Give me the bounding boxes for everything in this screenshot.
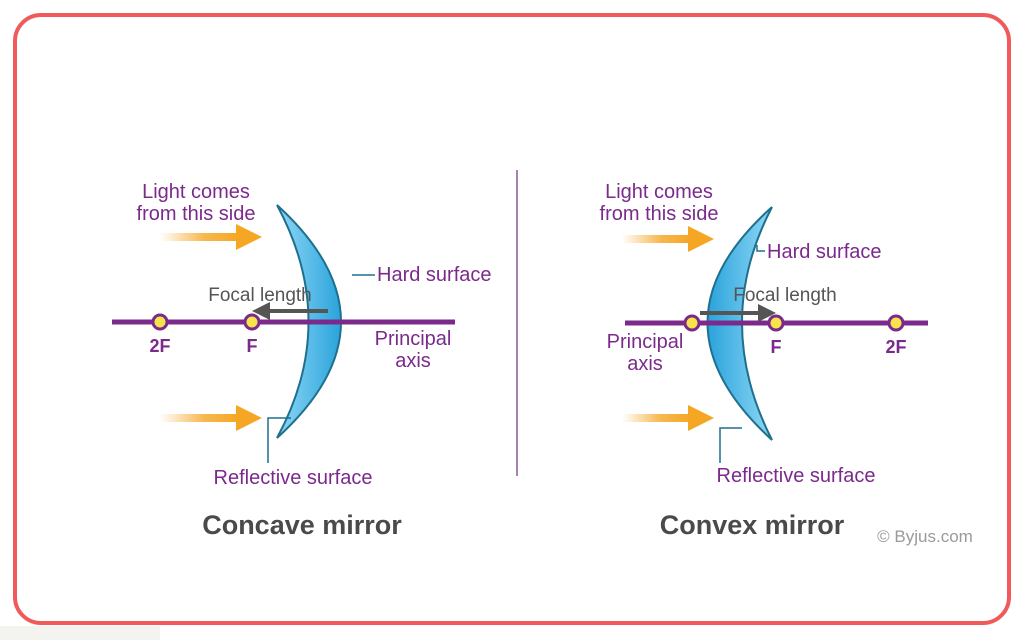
convex-mirror-panel: Light comes from this side Focal length … — [600, 181, 928, 540]
concave-mirror-title: Concave mirror — [202, 510, 402, 540]
convex-principal-axis-label-line1: Principal — [607, 331, 684, 353]
concave-reflective-surface-label: Reflective surface — [214, 467, 373, 489]
convex-hard-surface-leader — [756, 245, 765, 252]
bottom-strip — [0, 626, 160, 640]
convex-reflective-surface-leader — [719, 427, 742, 463]
concave-focal-length-label: Focal length — [208, 285, 312, 306]
convex-light-arrow-top — [622, 226, 714, 252]
concave-light-arrow-top — [160, 224, 262, 250]
concave-principal-axis-label-line1: Principal — [375, 328, 452, 350]
convex-reflective-surface-label: Reflective surface — [717, 465, 876, 487]
concave-principal-axis-label-line2: axis — [395, 350, 431, 372]
concave-reflective-surface-leader — [267, 417, 291, 463]
convex-f-label: F — [771, 337, 782, 357]
concave-f-label: F — [247, 336, 258, 356]
convex-light-arrow-bottom — [622, 405, 714, 431]
convex-focal-length-arrow — [700, 304, 776, 322]
concave-point-f — [243, 313, 261, 331]
concave-hard-surface-label: Hard surface — [377, 264, 492, 286]
convex-mirror-title: Convex mirror — [660, 510, 845, 540]
convex-light-label-line2: from this side — [600, 203, 719, 225]
concave-focal-length-arrow — [252, 302, 328, 320]
convex-point-f — [767, 314, 785, 332]
convex-point-2f — [887, 314, 905, 332]
concave-point-2f — [151, 313, 169, 331]
concave-light-label-line2: from this side — [137, 203, 256, 225]
concave-light-label-line1: Light comes — [142, 181, 250, 203]
convex-hard-surface-label: Hard surface — [767, 241, 882, 263]
convex-light-label-line1: Light comes — [605, 181, 713, 203]
convex-focal-length-label: Focal length — [733, 285, 837, 306]
convex-principal-axis-label-line2: axis — [627, 353, 663, 375]
concave-light-arrow-bottom — [160, 405, 262, 431]
diagram-card — [13, 13, 1011, 625]
credit-watermark: © Byjus.com — [877, 527, 973, 546]
concave-2f-label: 2F — [149, 336, 170, 356]
concave-mirror-panel: Light comes from this side Focal length … — [112, 181, 492, 540]
convex-2f-label: 2F — [885, 337, 906, 357]
convex-point-pole — [683, 314, 701, 332]
